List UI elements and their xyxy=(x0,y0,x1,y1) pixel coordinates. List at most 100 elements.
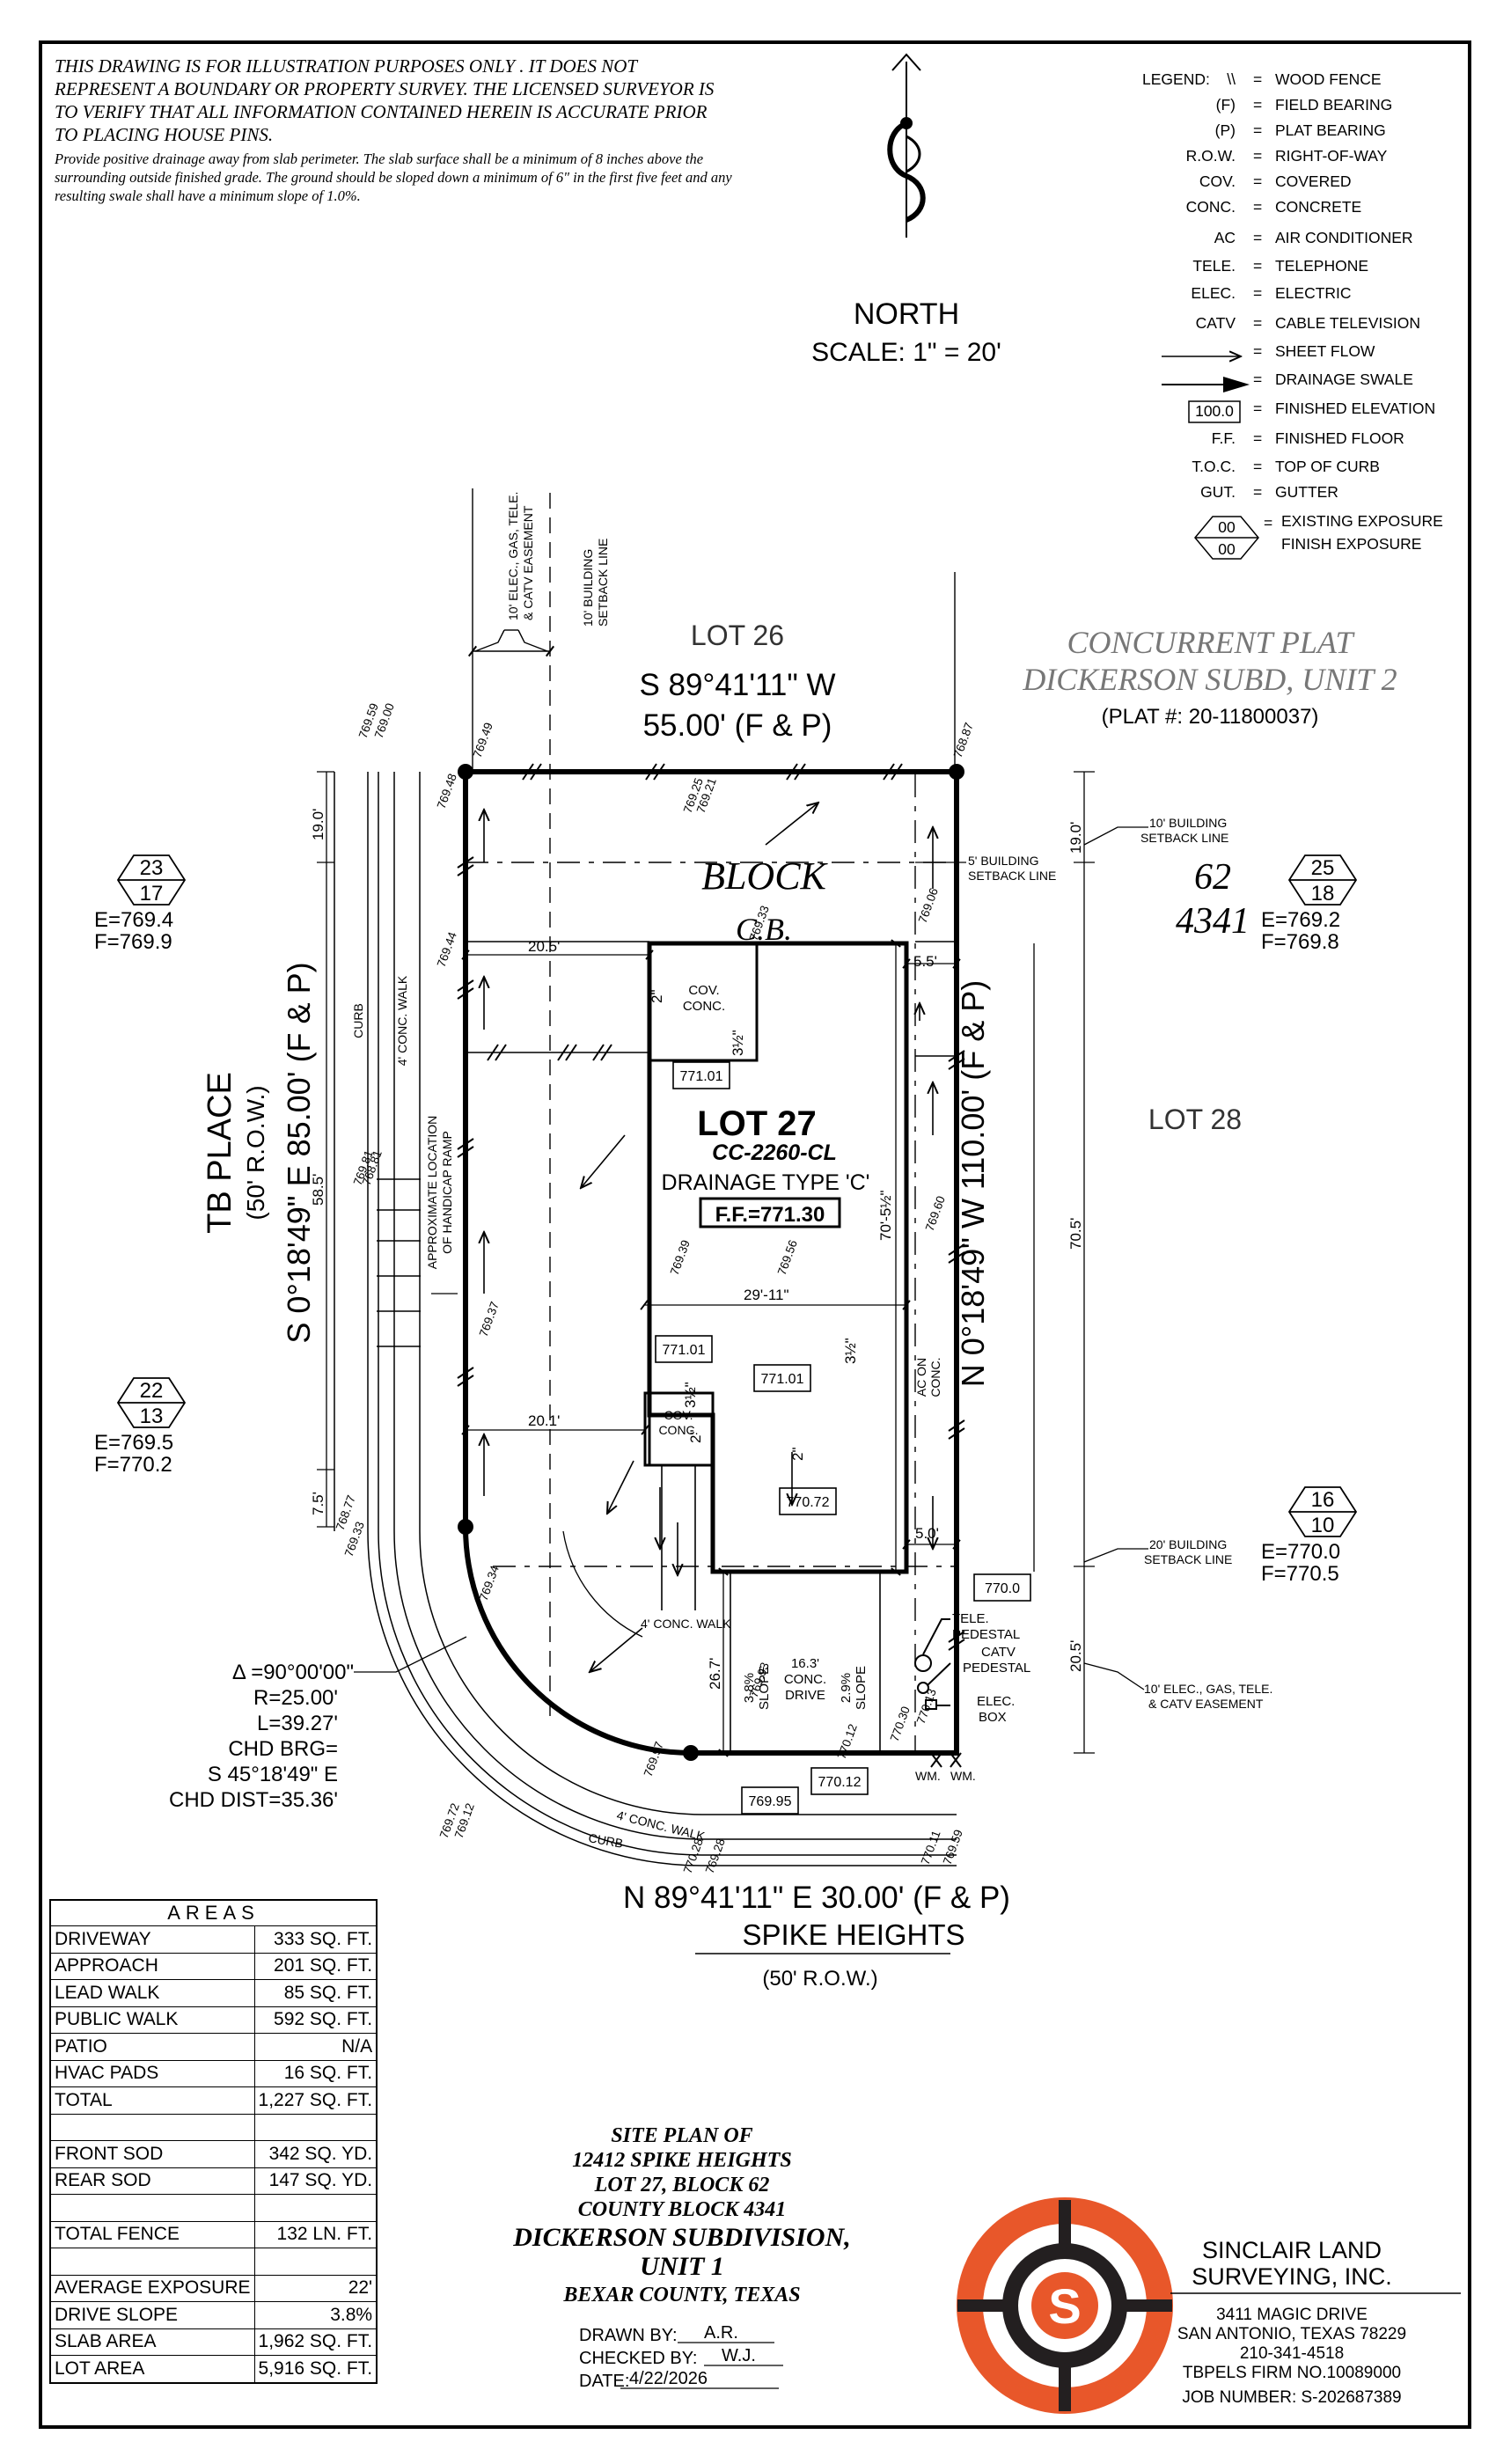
legend-symbol-13: F.F. xyxy=(1212,429,1236,447)
drive-slope-right: 2.9% xyxy=(839,1673,854,1703)
dim-70-5-slab: 70'-5½" xyxy=(877,1191,894,1241)
side-setback-label: 5' BUILDING xyxy=(968,854,1038,868)
tele-label: TELE. xyxy=(952,1611,989,1626)
fence-mark xyxy=(457,1375,474,1387)
legend-symbol-6: AC xyxy=(1214,229,1236,246)
lot-plan-label: CC-2260-CL xyxy=(712,1140,837,1165)
callout-leaders xyxy=(431,826,1148,1690)
checked-by-label: CHECKED BY: xyxy=(579,2349,697,2368)
dim-2in-c: 2" xyxy=(789,1448,806,1462)
title-line2: 12412 SPIKE HEIGHTS xyxy=(572,2149,791,2172)
fence-mark xyxy=(457,1367,474,1379)
fence-mark xyxy=(522,763,534,781)
block-label: BLOCK xyxy=(701,854,828,898)
legend-exposure-bottom: 00 xyxy=(1218,540,1236,558)
badge-e-2: E=769.5 xyxy=(94,1431,173,1455)
areas-label: SLAB AREA xyxy=(49,2328,255,2356)
fence-mark xyxy=(645,763,657,781)
elevation-box xyxy=(810,1767,869,1795)
areas-label: AVERAGE EXPOSURE xyxy=(49,2274,255,2302)
scale-label: SCALE: 1" = 20' xyxy=(811,338,1001,367)
finished-floor-label: F.F.=771.30 xyxy=(715,1203,825,1227)
side-setback-label2: SETBACK LINE xyxy=(968,869,1056,883)
spot-elevation-7: 769.06 xyxy=(916,886,941,925)
legend-exposure-top: 00 xyxy=(1218,518,1236,536)
legend-eq-7: = xyxy=(1253,257,1262,275)
ac-label2: CONC. xyxy=(928,1357,942,1397)
legend-desc-14: TOP OF CURB xyxy=(1275,458,1380,475)
title-block: SITE PLAN OF 12412 SPIKE HEIGHTS LOT 27,… xyxy=(512,2124,850,2306)
cb-label: C.B. xyxy=(736,912,792,947)
company-job-number: JOB NUMBER: S-202687389 xyxy=(1182,2388,1401,2407)
elevation-box xyxy=(672,1061,730,1089)
badge-e-0: E=769.4 xyxy=(94,908,173,932)
property-corners xyxy=(458,764,964,1761)
legend-title: LEGEND: xyxy=(1142,70,1210,88)
legend-desc-13: FINISHED FLOOR xyxy=(1275,429,1404,447)
legend-desc-10: SHEET FLOW xyxy=(1275,342,1375,360)
water-meter-icon xyxy=(930,1752,962,1768)
east-bearing: N 0°18'49" W 110.00' (F & P) xyxy=(955,980,991,1387)
wm-label-2: WM. xyxy=(950,1769,976,1783)
wm-label-1: WM. xyxy=(915,1769,941,1783)
dimension-labels: 19.0' 58.5' 7.5' 19.0' 70.5' 20.5' 20.5'… xyxy=(310,809,1084,1690)
west-walk-label: 4' CONC. WALK xyxy=(395,975,409,1066)
legend-eq-3: = xyxy=(1253,147,1262,165)
areas-spacer-row xyxy=(49,2248,378,2276)
badge-e-3: E=770.0 xyxy=(1261,1540,1340,1564)
areas-value: 1,227 SQ. FT. xyxy=(253,2086,378,2115)
drive-width-label: 16.3' xyxy=(791,1656,819,1671)
legend-desc-1: FIELD BEARING xyxy=(1275,96,1392,114)
fence-mark xyxy=(794,763,806,781)
setback-lines xyxy=(466,774,957,1751)
utility-symbols xyxy=(914,1618,962,1768)
legend-desc-9: CABLE TELEVISION xyxy=(1275,314,1420,332)
legend-eq-0: = xyxy=(1253,70,1262,88)
areas-label: HVAC PADS xyxy=(49,2059,255,2087)
legend-eq-2: = xyxy=(1253,121,1262,139)
company-logo-icon: S xyxy=(957,2197,1173,2414)
fence-mark xyxy=(948,1639,965,1651)
badge-bottom-2: 13 xyxy=(140,1404,164,1428)
curve-chd-brg-label: CHD BRG= xyxy=(228,1737,338,1761)
legend-exposure-line1: EXISTING EXPOSURE xyxy=(1281,512,1443,530)
legend-symbol-5: CONC. xyxy=(1186,198,1236,216)
legend-symbol-15: GUT. xyxy=(1200,483,1236,501)
legend-symbol-0: \\ xyxy=(1227,70,1236,88)
spot-elevation-29: 770.11 xyxy=(919,1829,943,1866)
spot-elevation-18: 769.28 xyxy=(703,1837,728,1875)
fence-mark xyxy=(457,987,474,1000)
dim-20-5-front: 20.5' xyxy=(1067,1640,1084,1672)
west-street-name: TB PLACE xyxy=(202,1072,238,1234)
south-curb-label: CURB xyxy=(587,1830,624,1851)
finished-floor-box xyxy=(699,1197,841,1228)
badge-f-1: F=769.8 xyxy=(1261,930,1339,954)
legend-symbol-3: R.O.W. xyxy=(1186,147,1236,165)
legend-symbol-14: T.O.C. xyxy=(1192,458,1236,475)
company-firm: TBPELS FIRM NO.10089000 xyxy=(1183,2364,1401,2382)
front-porch-label: COV. xyxy=(664,1408,693,1422)
drainage-type-label: DRAINAGE TYPE 'C' xyxy=(662,1170,870,1195)
legend-eq-9: = xyxy=(1253,314,1262,332)
curb-walk-lines xyxy=(334,772,957,1866)
legend-desc-12: FINISHED ELEVATION xyxy=(1275,400,1435,417)
legend-symbol-2: (P) xyxy=(1215,121,1236,139)
elevation-box-value-1: 771.01 xyxy=(663,1343,706,1358)
date-label: DATE: xyxy=(579,2372,629,2391)
badge-top-1: 25 xyxy=(1311,856,1335,880)
areas-value: 333 SQ. FT. xyxy=(253,1925,378,1954)
dim-29-11: 29'-11" xyxy=(744,1287,789,1303)
fence-mark xyxy=(457,864,474,876)
drive-label2: CONC. xyxy=(784,1672,826,1687)
legend-eq-10: = xyxy=(1253,342,1262,360)
curve-delta: Δ =90°00'00" xyxy=(232,1661,354,1684)
south-street-name: SPIKE HEIGHTS xyxy=(742,1918,964,1951)
elevation-box xyxy=(753,1364,811,1392)
spot-elevation-9: 769.56 xyxy=(775,1238,800,1277)
areas-value: 5,916 SQ. FT. xyxy=(253,2355,378,2383)
